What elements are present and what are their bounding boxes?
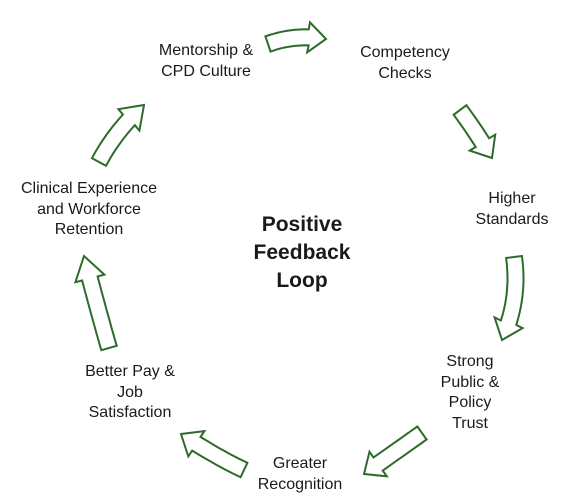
- node-mentorship-cpd-culture: Mentorship & CPD Culture: [158, 42, 254, 80]
- center-title: Positive Feedback Loop: [253, 213, 351, 292]
- cycle-arrow-7: [90, 103, 146, 168]
- node-competency-checks: Competency Checks: [360, 44, 450, 82]
- node-experience-retention: Clinical Experience and Workforce Retent…: [20, 180, 158, 238]
- cycle-arrow-3: [492, 254, 525, 342]
- node-higher-standards: Higher Standards: [475, 190, 549, 228]
- node-greater-recognition: Greater Recognition: [257, 455, 343, 493]
- node-public-policy-trust: Strong Public & Policy Trust: [440, 353, 500, 432]
- cycle-arrow-1: [264, 20, 328, 55]
- cycle-arrow-5: [179, 429, 249, 479]
- cycle-arrow-2: [452, 103, 497, 160]
- node-pay-job-satisfaction: Better Pay & Job Satisfaction: [85, 363, 175, 421]
- cycle-arrow-6: [73, 254, 118, 352]
- cycle-arrow-4: [362, 425, 428, 478]
